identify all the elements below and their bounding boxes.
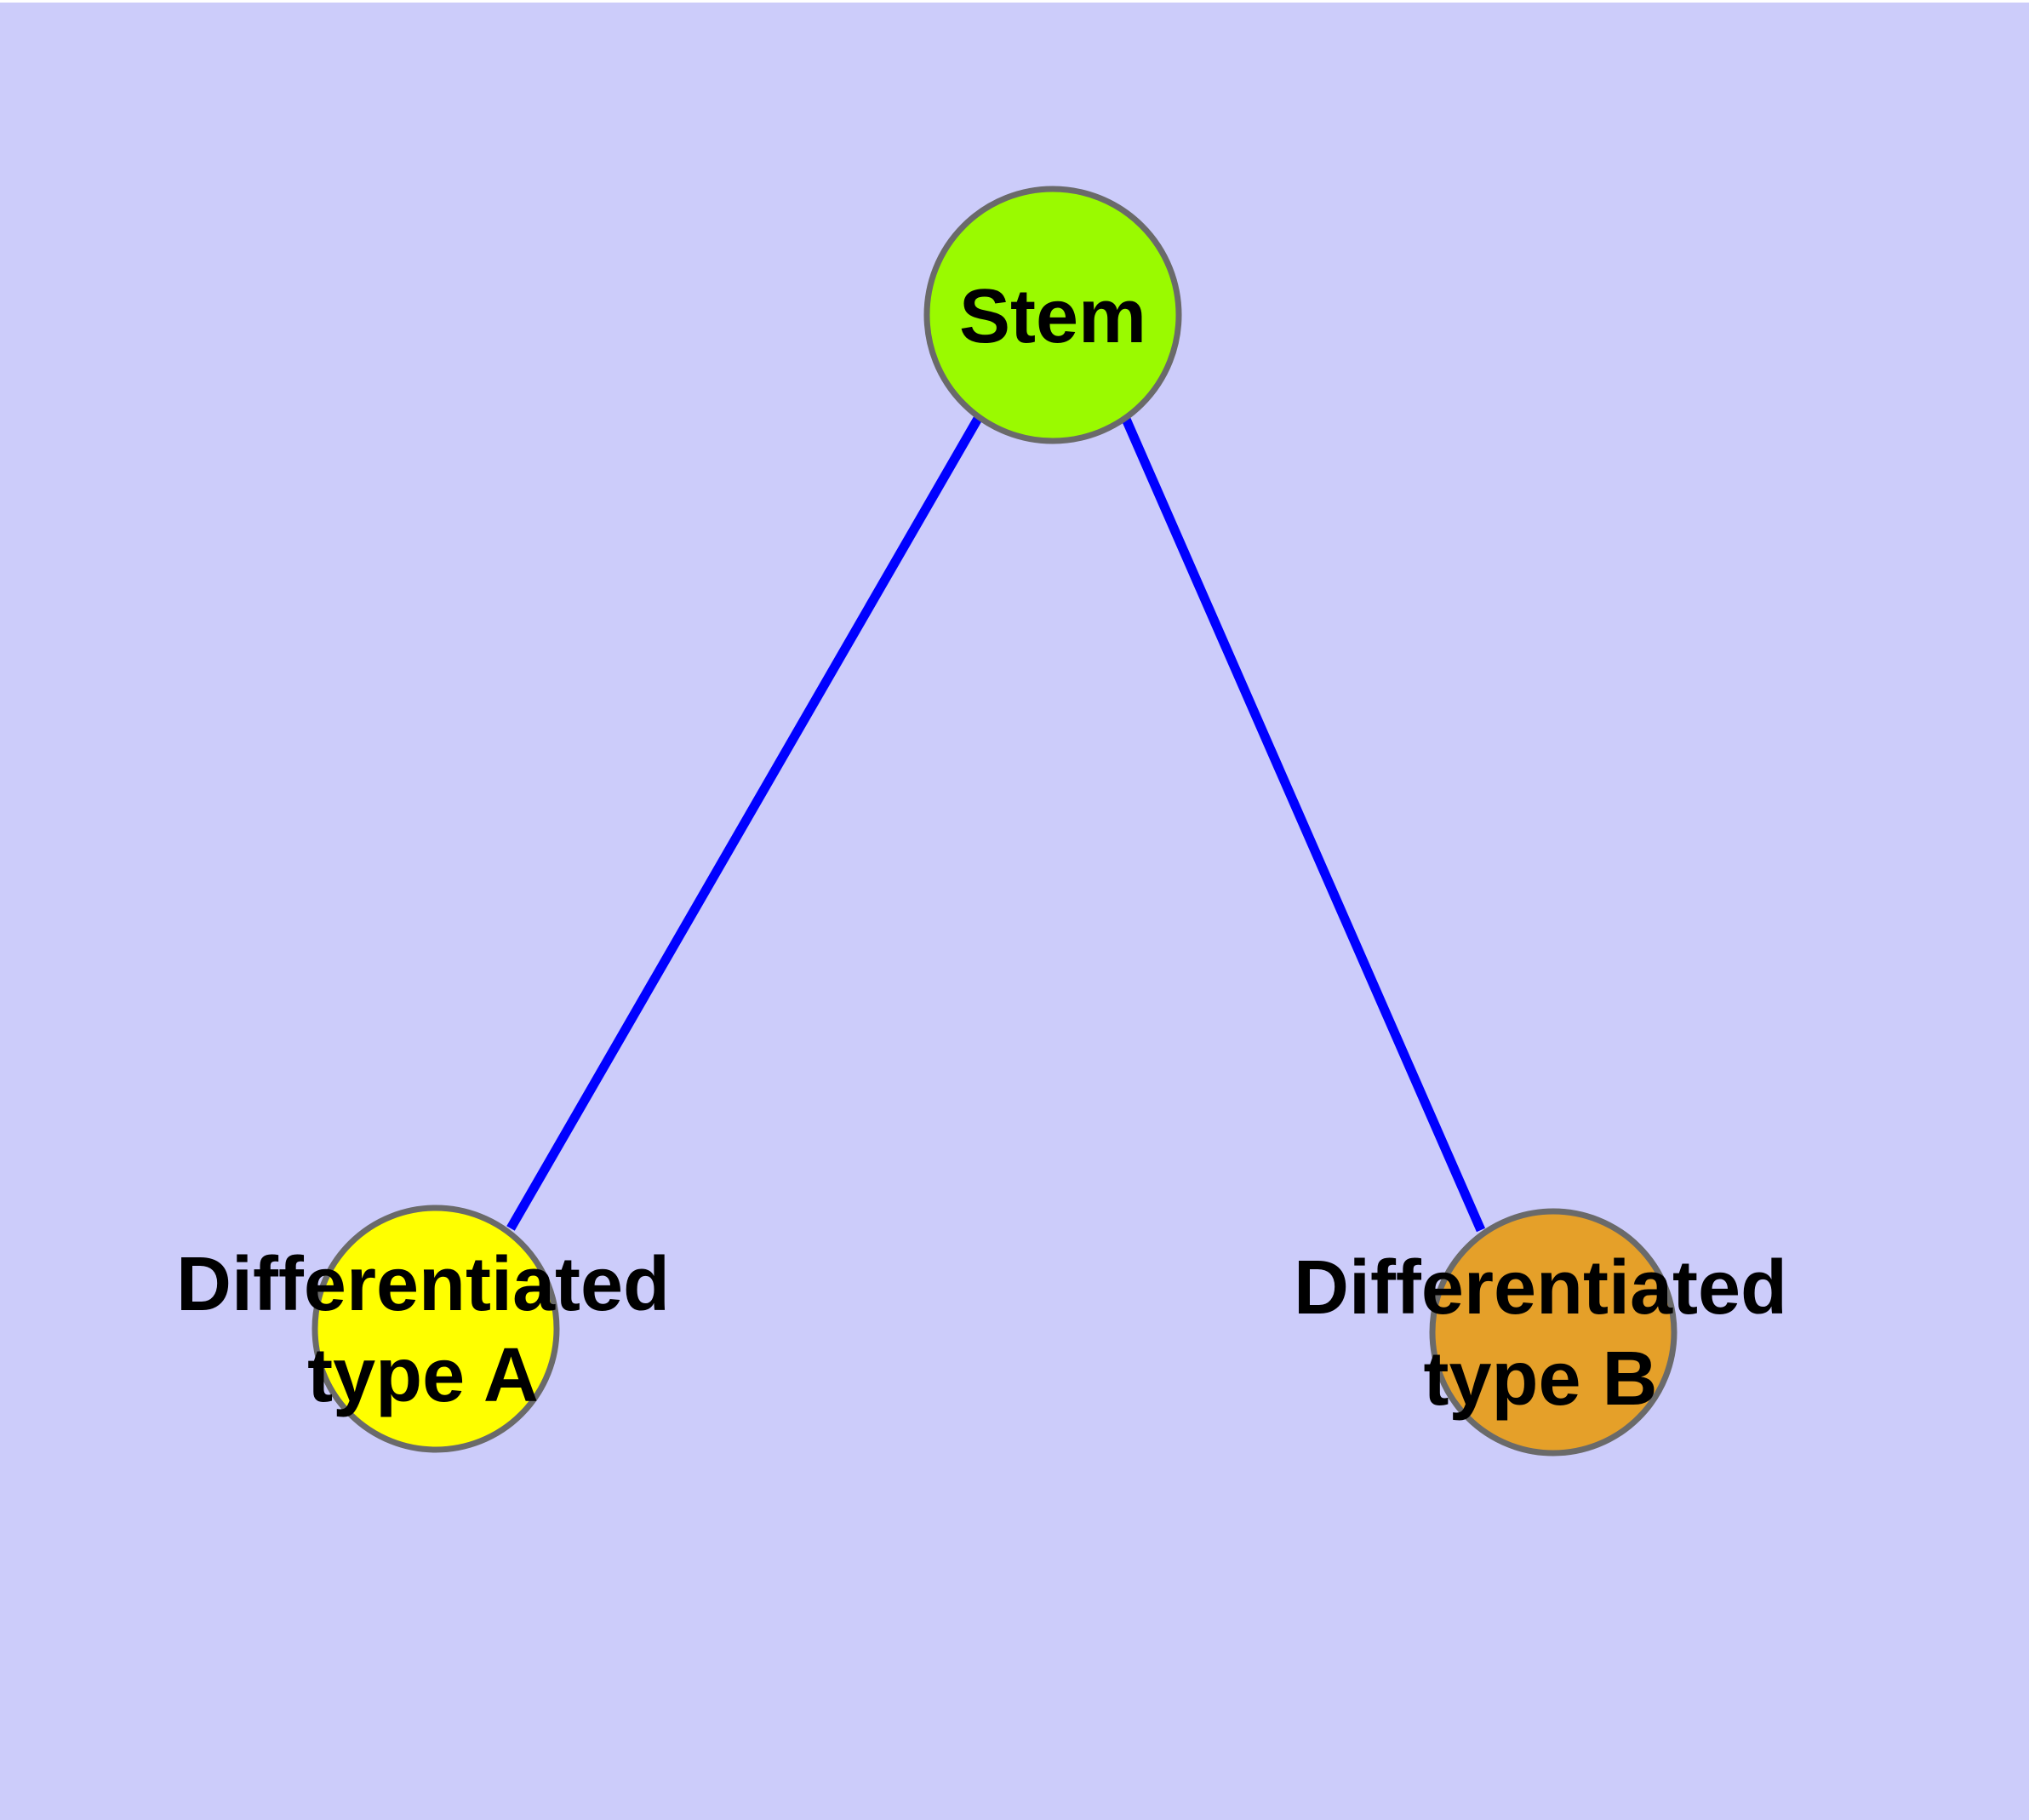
edge-layer [506,415,1486,1233]
node-differentiated-type-a-label-line2: type A [307,1333,539,1418]
node-differentiated-type-b-label-line2: type B [1423,1336,1657,1422]
node-differentiated-type-b-circle[interactable] [1429,1208,1677,1457]
graph-svg: Stem Differentiated type A Differentiate… [176,186,1787,1457]
node-stem[interactable]: Stem [923,186,1182,444]
node-differentiated-type-b[interactable]: Differentiated type B [1294,1208,1787,1457]
edge-stem-to-differentiated-type-a[interactable] [506,415,983,1231]
node-differentiated-type-a-circle[interactable] [311,1205,560,1453]
node-differentiated-type-a[interactable]: Differentiated type A [176,1205,670,1453]
node-differentiated-type-a-label-line1: Differentiated [176,1242,670,1327]
node-stem-circle[interactable] [923,186,1182,444]
node-differentiated-type-b-label-line1: Differentiated [1294,1245,1787,1331]
edge-stem-to-differentiated-type-b[interactable] [1120,415,1486,1233]
diagram-canvas: Stem Differentiated type A Differentiate… [0,3,2029,1820]
node-stem-label: Stem [959,274,1146,359]
node-layer: Stem Differentiated type A Differentiate… [176,186,1787,1457]
